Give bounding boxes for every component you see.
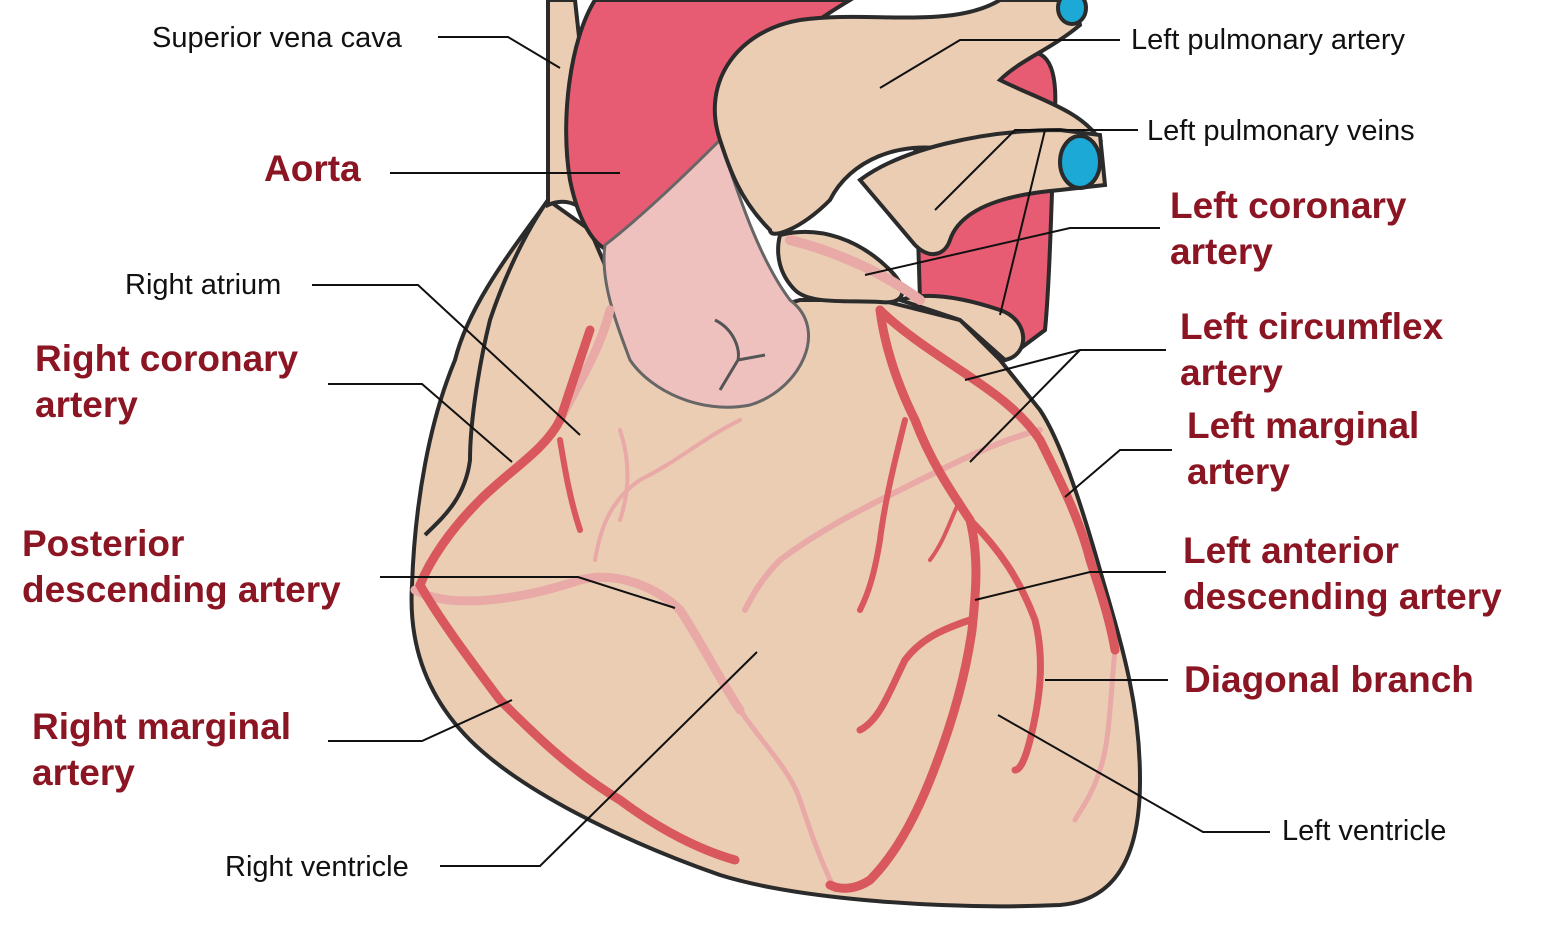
label-left-marginal-line1: Left marginal: [1187, 405, 1420, 446]
label-left-ventricle: Left ventricle: [1282, 815, 1447, 847]
label-diagonal-branch: Diagonal branch: [1184, 659, 1474, 700]
label-right-marginal-line2: artery: [32, 752, 135, 793]
label-right-coronary-artery-line2: artery: [35, 384, 138, 425]
pulmonary-artery-shape: [712, 0, 1104, 236]
label-left-circumflex-line2: artery: [1180, 352, 1283, 393]
label-left-coronary-artery: Left coronary artery: [1170, 183, 1406, 275]
label-right-atrium: Right atrium: [125, 269, 282, 301]
label-left-coronary-line2: artery: [1170, 231, 1273, 272]
label-superior-vena-cava: Superior vena cava: [152, 22, 402, 54]
heart-body-shape: [409, 197, 1143, 909]
label-lad-line1: Left anterior: [1183, 530, 1399, 571]
label-left-anterior-descending-artery: Left anterior descending artery: [1183, 528, 1502, 620]
pulmonary-artery-lumen: [1056, 0, 1088, 26]
label-posterior-descending-artery: Posterior descending artery: [22, 521, 341, 613]
right-atrium-border: [423, 198, 550, 537]
leader-lines: [312, 36, 1270, 867]
valve-lines: [714, 318, 766, 391]
pulmonary-vein-upper-shape: [857, 127, 1108, 256]
label-right-ventricle: Right ventricle: [225, 851, 409, 883]
aortic-root-shape: [602, 137, 810, 409]
pulmonary-vein-lower-shape: [893, 293, 1026, 363]
label-right-coronary-artery-line1: Right coronary: [35, 338, 299, 379]
label-left-marginal-artery: Left marginal artery: [1187, 403, 1419, 495]
label-left-circumflex-artery: Left circumflex artery: [1180, 304, 1443, 396]
label-lad-line2: descending artery: [1183, 576, 1502, 617]
label-left-marginal-line2: artery: [1187, 451, 1290, 492]
label-right-coronary-artery: Right coronary artery: [35, 336, 298, 428]
label-left-circumflex-line1: Left circumflex: [1180, 306, 1444, 347]
label-aorta: Aorta: [264, 148, 361, 189]
label-right-marginal-line1: Right marginal: [32, 706, 292, 747]
label-left-pulmonary-veins: Left pulmonary veins: [1147, 115, 1415, 147]
anterior-arteries: [415, 305, 1120, 893]
label-right-marginal-artery: Right marginal artery: [32, 704, 291, 796]
label-posterior-descending-line1: Posterior: [22, 523, 185, 564]
label-left-pulmonary-artery: Left pulmonary artery: [1131, 24, 1406, 56]
pulmonary-vein-lumen: [1058, 134, 1102, 190]
label-posterior-descending-line2: descending artery: [22, 569, 341, 610]
label-left-coronary-line1: Left coronary: [1170, 185, 1407, 226]
